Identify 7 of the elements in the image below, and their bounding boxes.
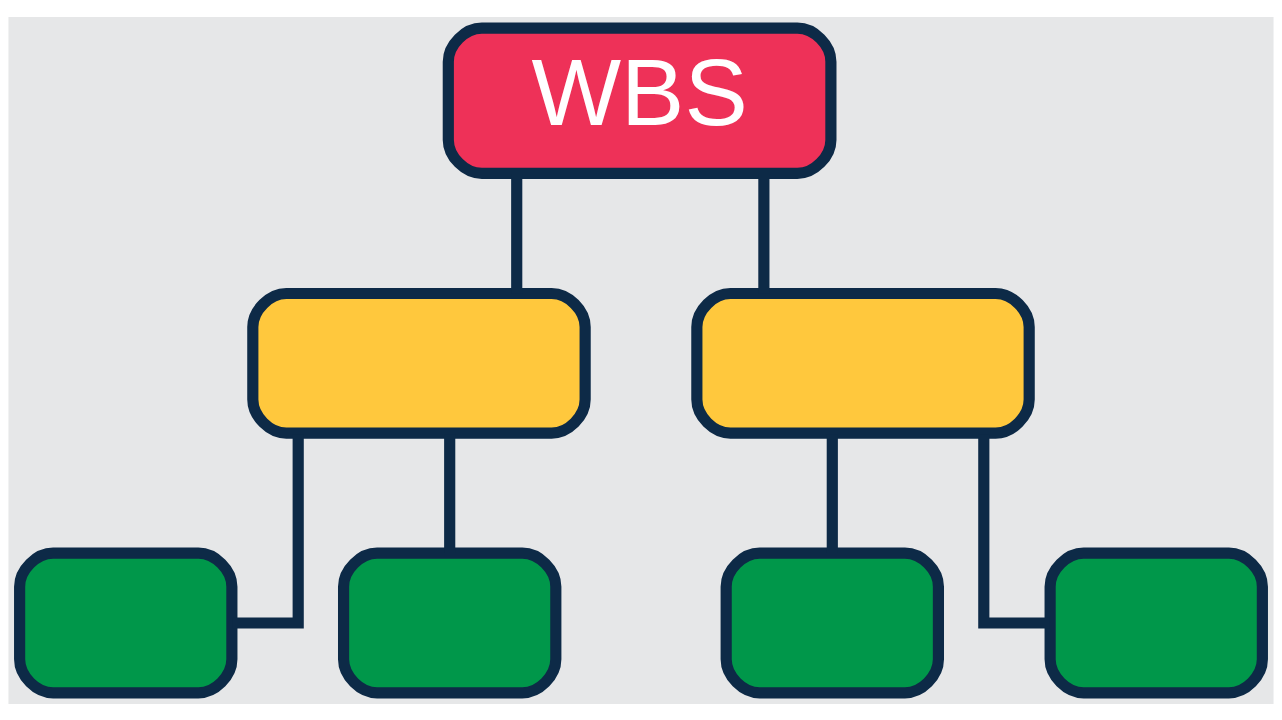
node-box: WBS bbox=[442, 22, 837, 179]
node-box bbox=[720, 547, 944, 698]
node-box bbox=[247, 287, 591, 439]
node-box bbox=[691, 287, 1035, 439]
node-box bbox=[1044, 547, 1268, 698]
node-box bbox=[14, 547, 238, 698]
node-box bbox=[338, 547, 562, 698]
